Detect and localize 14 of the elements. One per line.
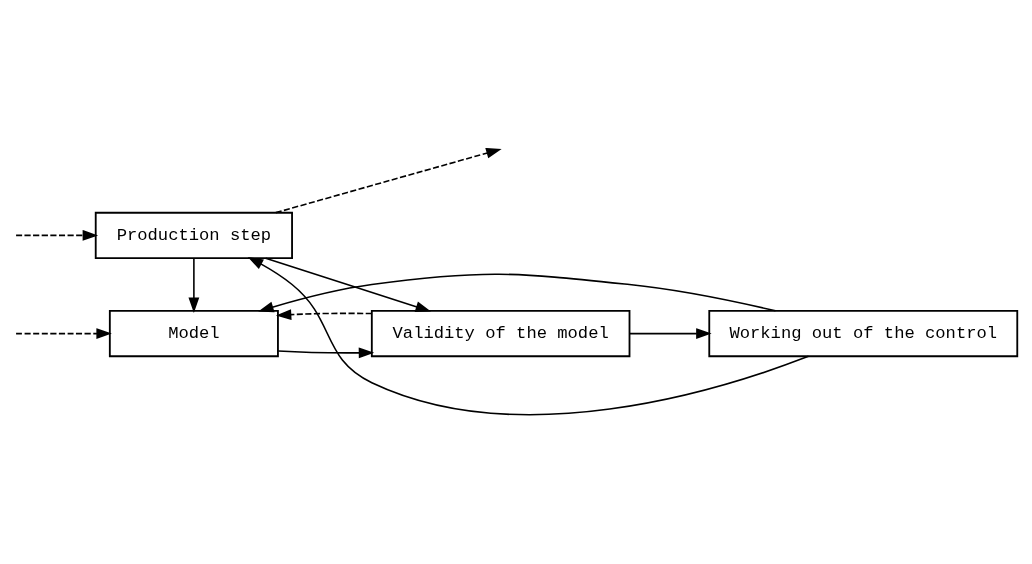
arrow (264, 257, 431, 312)
node-box: Model (108, 309, 279, 358)
arrow (188, 257, 200, 313)
arrow (629, 328, 712, 339)
arrow (258, 273, 777, 313)
arrow (275, 147, 502, 214)
arrow (277, 347, 375, 359)
arrow (15, 328, 112, 339)
node-box: Validity of the model (370, 309, 631, 358)
arrow (275, 309, 373, 321)
node-box: Working out of the control (708, 309, 1019, 358)
node-box: Production step (94, 211, 293, 260)
arrow (15, 230, 99, 241)
arrow (247, 257, 810, 416)
